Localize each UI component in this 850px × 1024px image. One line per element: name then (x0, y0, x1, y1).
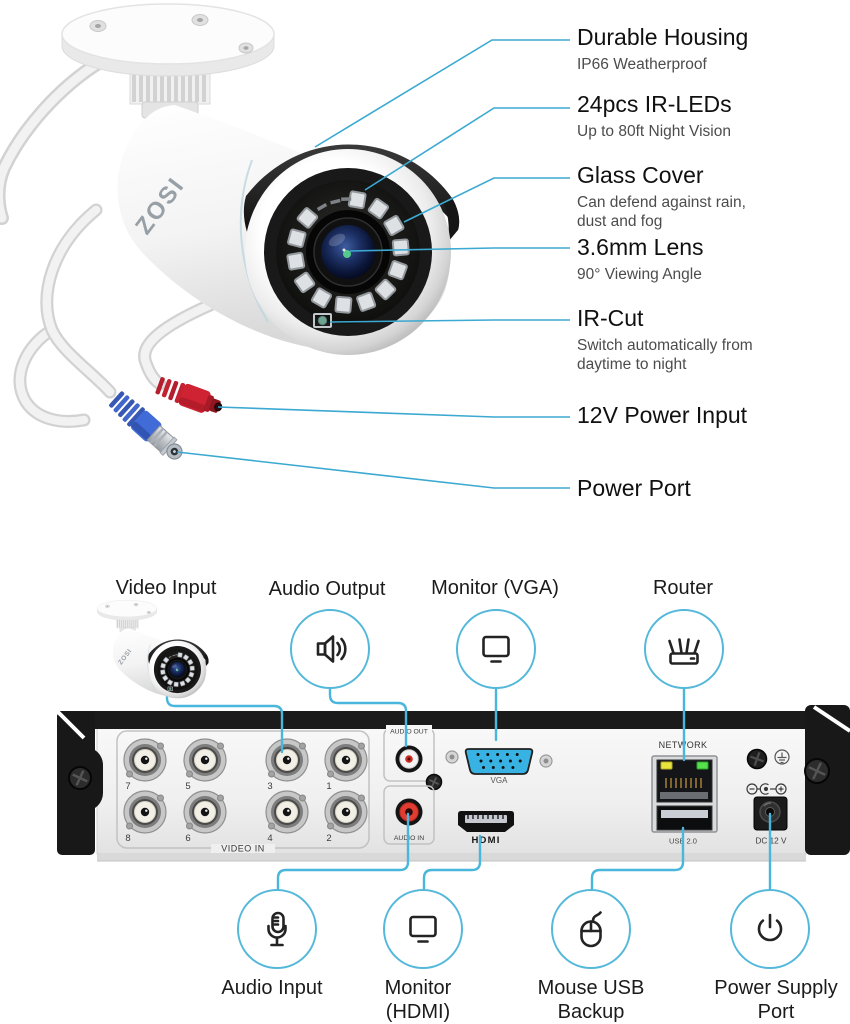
video-in-group: 7 5 3 1 8 6 4 2 VIDEO IN (116, 730, 370, 854)
callout-desc: IP66 Weatherproof (577, 56, 707, 73)
callout-title: 24pcs IR-LEDs (577, 91, 732, 117)
badge-monitor-hdmi (383, 889, 463, 969)
ir-cut-sensor (313, 313, 332, 328)
callout-title: Power Port (577, 475, 691, 501)
callout-title: Durable Housing (577, 24, 749, 50)
callout-power-port: Power Port (577, 476, 691, 501)
label-monitor-vga: Monitor (VGA) (431, 577, 559, 599)
svg-text:2: 2 (326, 833, 331, 844)
dc-label: DC 12 V (756, 837, 787, 846)
speaker-icon (316, 635, 347, 663)
callout-ir-leds: 24pcs IR-LEDs Up to 80ft Night Vision (577, 92, 732, 141)
callout-title: IR-Cut (577, 305, 644, 331)
callout-desc: Can defend against rain, dust and fog (577, 194, 746, 230)
usb-port: USB 2.0 (656, 805, 713, 846)
connection-lines (165, 686, 772, 891)
label-audio-output: Audio Output (268, 578, 386, 600)
label-mouse-usb-backup: Mouse USB Backup (537, 977, 645, 1023)
badge-audio-output (290, 609, 370, 689)
svg-text:3: 3 (267, 781, 272, 792)
callout-title: 12V Power Input (577, 402, 748, 428)
monitor-icon (482, 635, 510, 663)
dvr-panel: 7 5 3 1 8 6 4 2 VIDEO IN AUDIO OUT (52, 705, 850, 862)
router-icon (668, 638, 700, 665)
callout-title: Glass Cover (577, 162, 704, 188)
hdmi-label: HDMI (471, 835, 500, 846)
mouse-icon (580, 911, 602, 948)
callout-desc: Switch automatically from daytime to nig… (577, 337, 753, 373)
callout-desc: Up to 80ft Night Vision (577, 123, 731, 140)
dc-polarity-symbol (746, 783, 787, 795)
svg-text:6: 6 (185, 833, 190, 844)
callout-title: 3.6mm Lens (577, 234, 704, 260)
camera-cables (0, 55, 223, 460)
callout-power-input: 12V Power Input (577, 403, 747, 428)
camera-bnc-connector (109, 391, 183, 460)
svg-text:8: 8 (125, 833, 130, 844)
ir-led-ring (286, 190, 410, 314)
mini-camera-illustration (96, 599, 210, 699)
svg-text:7: 7 (125, 781, 130, 792)
power-icon (757, 913, 783, 942)
audio-out-port: AUDIO OUT (383, 725, 435, 782)
svg-text:4: 4 (267, 833, 272, 844)
badge-power-supply (730, 889, 810, 969)
audio-out-label: AUDIO OUT (390, 729, 428, 736)
label-monitor-hdmi: Monitor (HDMI) (384, 977, 452, 1023)
svg-text:1: 1 (326, 781, 331, 792)
callout-durable-housing: Durable Housing IP66 Weatherproof (577, 25, 748, 74)
label-video-input: Video Input (115, 577, 217, 599)
svg-text:5: 5 (185, 781, 190, 792)
label-router: Router (652, 577, 714, 599)
callout-ir-cut: IR-Cut Switch automatically from daytime… (577, 306, 789, 374)
hdmi-port: HDMI (458, 811, 514, 846)
camera-lens (306, 210, 390, 294)
badge-monitor-vga (456, 609, 536, 689)
dvr-right-bracket (804, 705, 850, 855)
badge-mouse-usb (551, 889, 631, 969)
callout-glass-cover: Glass Cover Can defend against rain, dus… (577, 163, 777, 231)
camera-leader-lines (176, 39, 570, 489)
camera-power-connector (155, 377, 223, 413)
camera-illustration: ZOSI (61, 3, 460, 355)
badge-audio-input (237, 889, 317, 969)
monitor-icon (409, 915, 437, 943)
video-in-label: VIDEO IN (221, 844, 265, 854)
label-power-supply-port: Power Supply Port (714, 977, 838, 1023)
callout-lens: 3.6mm Lens 90° Viewing Angle (577, 235, 704, 284)
label-audio-input: Audio Input (221, 977, 323, 999)
microphone-icon (267, 911, 287, 947)
vga-label: VGA (491, 776, 509, 785)
vga-port: VGA (445, 748, 553, 785)
dvr-left-bracket (57, 711, 103, 855)
ground-symbol (774, 749, 790, 765)
callout-desc: 90° Viewing Angle (577, 266, 702, 283)
badge-router (644, 609, 724, 689)
bnc-channel-numbers: 7 5 3 1 8 6 4 2 (125, 781, 331, 844)
bnc-connectors (123, 738, 368, 834)
